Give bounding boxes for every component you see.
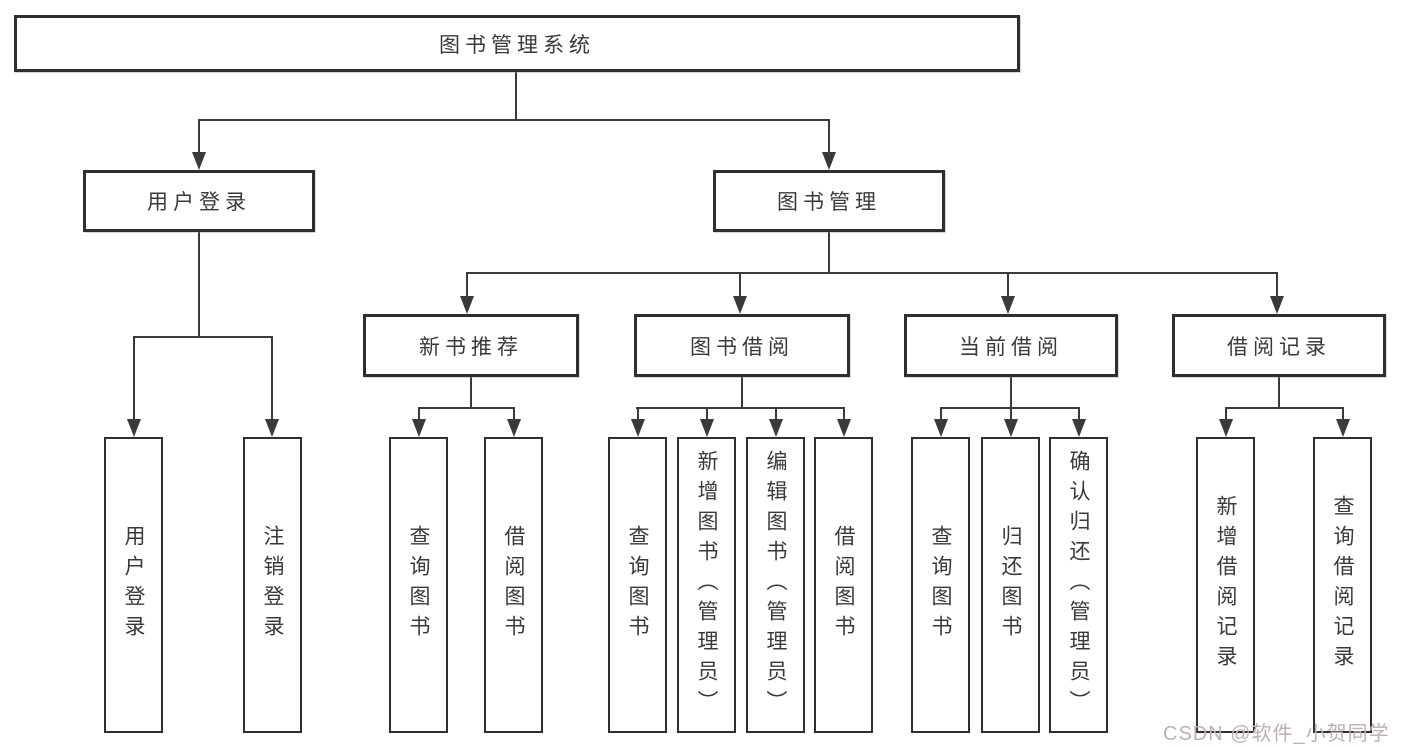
connector-arrowhead: [1336, 419, 1350, 437]
connector-line: [1342, 407, 1344, 421]
node-leaf-borrow-books-2: 借阅图书: [814, 437, 873, 733]
watermark: CSDN @软件_小贺同学: [1163, 723, 1390, 745]
node-user-login: 用户登录: [83, 170, 315, 232]
connector-arrowhead: [460, 296, 474, 314]
connector-line: [739, 272, 741, 298]
node-leaf-confirm-return-admin: 确认归还（管理员）: [1049, 437, 1108, 733]
connector-line: [706, 407, 708, 421]
connector-arrowhead: [192, 152, 206, 170]
connector-arrowhead: [1270, 296, 1284, 314]
connector-arrowhead: [934, 419, 948, 437]
connector-line: [418, 407, 420, 421]
connector-arrowhead: [1072, 419, 1086, 437]
node-leaf-borrow-books-1: 借阅图书: [484, 437, 543, 733]
connector-line: [198, 119, 200, 154]
connector-line: [828, 119, 830, 154]
connector-arrowhead: [769, 419, 783, 437]
connector-line: [1010, 407, 1012, 421]
connector-arrowhead: [127, 419, 141, 437]
connector-arrowhead: [265, 419, 279, 437]
connector-line: [1278, 377, 1280, 407]
connector-line: [513, 407, 515, 421]
connector-line: [466, 272, 468, 298]
connector-arrowhead: [733, 296, 747, 314]
connector-line: [1078, 407, 1080, 421]
connector-line: [470, 377, 472, 407]
node-borrowing-records: 借阅记录: [1172, 314, 1386, 377]
node-book-management: 图书管理: [713, 170, 945, 232]
node-book-borrowing: 图书借阅: [634, 314, 850, 377]
node-leaf-user-login: 用户登录: [104, 437, 163, 733]
connector-line: [843, 407, 845, 421]
node-leaf-add-borrow-record: 新增借阅记录: [1196, 437, 1255, 733]
connector-arrowhead: [1004, 419, 1018, 437]
connector-line: [940, 407, 942, 421]
node-leaf-query-books-1: 查询图书: [389, 437, 448, 733]
node-leaf-query-borrow-record: 查询借阅记录: [1313, 437, 1372, 733]
connector-arrowhead: [837, 419, 851, 437]
connector-line: [466, 272, 1278, 274]
connector-line: [1225, 407, 1227, 421]
node-leaf-edit-book-admin: 编辑图书（管理员）: [746, 437, 805, 733]
connector-line: [198, 119, 830, 121]
connector-line: [198, 232, 200, 336]
connector-line: [637, 407, 639, 421]
node-leaf-logout: 注销登录: [243, 437, 302, 733]
connector-line: [1007, 272, 1009, 298]
connector-line: [133, 336, 135, 421]
connector-line: [1276, 272, 1278, 298]
connector-line: [515, 72, 517, 119]
connector-line: [741, 377, 743, 407]
node-leaf-add-book-admin: 新增图书（管理员）: [677, 437, 736, 733]
connector-line: [133, 336, 273, 338]
connector-line: [636, 407, 844, 409]
connector-line: [1225, 407, 1343, 409]
node-leaf-query-books-3: 查询图书: [911, 437, 970, 733]
connector-arrowhead: [700, 419, 714, 437]
connector-arrowhead: [507, 419, 521, 437]
connector-arrowhead: [1001, 296, 1015, 314]
node-leaf-query-books-2: 查询图书: [608, 437, 667, 733]
connector-line: [271, 336, 273, 421]
node-new-book-recommendation: 新书推荐: [363, 314, 579, 377]
connector-line: [828, 232, 830, 272]
node-current-borrowing: 当前借阅: [904, 314, 1118, 377]
connector-line: [1010, 377, 1012, 407]
connector-arrowhead: [822, 152, 836, 170]
connector-arrowhead: [1219, 419, 1233, 437]
connector-arrowhead: [412, 419, 426, 437]
node-library-management-system: 图书管理系统: [14, 15, 1020, 72]
node-leaf-return-books: 归还图书: [981, 437, 1040, 733]
connector-arrowhead: [631, 419, 645, 437]
connector-line: [775, 407, 777, 421]
connector-line: [418, 407, 515, 409]
